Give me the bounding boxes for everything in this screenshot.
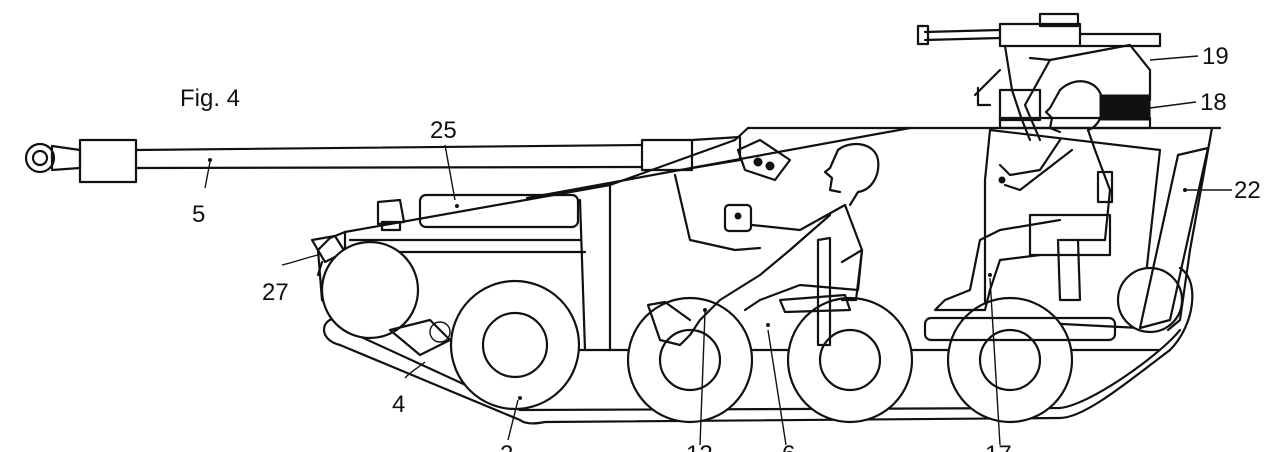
leader-lines <box>204 55 1232 446</box>
label-19: 19 <box>1202 43 1229 70</box>
road-wheels <box>320 240 1184 424</box>
track <box>322 266 1194 425</box>
figure-title: Fig. 4 <box>180 85 240 112</box>
label-18: 18 <box>1200 89 1227 116</box>
label-2: 2 <box>500 441 513 452</box>
label-5: 5 <box>192 201 205 228</box>
label-12: 12 <box>686 441 713 452</box>
label-6: 6 <box>782 441 795 452</box>
label-27: 27 <box>262 279 289 306</box>
label-4: 4 <box>392 391 405 418</box>
gun-barrel <box>24 135 742 184</box>
label-22: 22 <box>1234 177 1261 204</box>
weapon-mount <box>916 12 1162 142</box>
label-25: 25 <box>430 117 457 144</box>
rear-panel <box>1138 146 1210 330</box>
label-17: 17 <box>985 441 1012 452</box>
driver-figure <box>646 142 880 347</box>
periscope <box>736 138 792 182</box>
stowage-box <box>376 193 580 232</box>
